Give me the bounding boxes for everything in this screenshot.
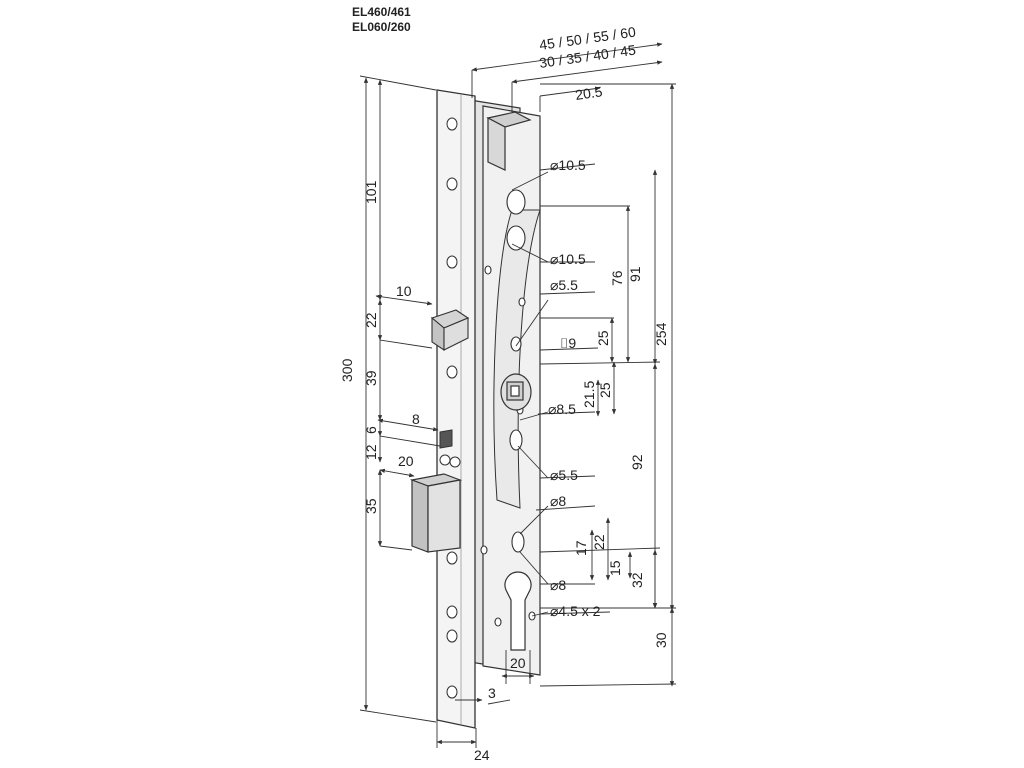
dim-6: 6	[363, 426, 379, 434]
dim-hole-small-lower: ⌀5.5	[550, 467, 578, 483]
dim-fixing-hole: ⌀4.5 x 2	[550, 603, 601, 619]
dim-22-left: 22	[363, 312, 379, 328]
dim-15: 15	[607, 560, 623, 576]
dim-hole-upper: ⌀10.5	[550, 251, 586, 267]
model-label-1: EL460/461	[352, 5, 411, 19]
deadbolt	[409, 473, 463, 553]
dim-30: 30	[653, 632, 669, 648]
latch-bolt	[430, 309, 470, 352]
dim-hole-small-upper: ⌀5.5	[550, 277, 578, 293]
dim-24: 24	[474, 747, 490, 763]
dim-12: 12	[363, 444, 379, 460]
cylinder-cutout	[504, 571, 532, 651]
dim-25-a: 25	[595, 330, 611, 346]
dim-39: 39	[363, 370, 379, 386]
faceplate-screw-holes	[446, 117, 458, 699]
dim-32: 32	[629, 572, 645, 588]
dim-76: 76	[609, 270, 625, 286]
dim-3: 3	[488, 685, 496, 701]
dimension-lines	[359, 42, 677, 748]
model-label-2: EL060/260	[352, 20, 411, 34]
dim-101: 101	[363, 180, 379, 204]
dim-92: 92	[629, 454, 645, 470]
case-holes	[480, 189, 536, 627]
dim-hole-8-lower: ⌀8	[550, 577, 566, 593]
dim-300: 300	[339, 358, 355, 382]
dim-17: 17	[573, 540, 589, 556]
dim-hole-8-5: ⌀8.5	[548, 401, 576, 417]
dim-hole-top: ⌀10.5	[550, 157, 586, 173]
cover-plate-outline	[493, 209, 541, 509]
dim-20-bottom: 20	[510, 655, 526, 671]
dim-8: 8	[412, 411, 420, 427]
dim-20-left: 20	[398, 453, 414, 469]
dim-square-spindle: ⌷9	[560, 335, 576, 351]
dim-21-5: 21.5	[581, 381, 597, 408]
trigger-bolt	[439, 429, 461, 468]
follower-hub	[500, 373, 532, 411]
dim-22-right: 22	[591, 534, 607, 550]
dim-91: 91	[627, 266, 643, 282]
dim-254: 254	[653, 322, 669, 346]
dim-25-b: 25	[597, 382, 613, 398]
dim-hole-8-upper: ⌀8	[550, 493, 566, 509]
dim-20-5: 20.5	[574, 83, 603, 103]
dim-10: 10	[396, 283, 412, 299]
dimension-labels: 45 / 50 / 55 / 60 30 / 35 / 40 / 45 20.5…	[339, 24, 669, 763]
dim-35: 35	[363, 498, 379, 514]
